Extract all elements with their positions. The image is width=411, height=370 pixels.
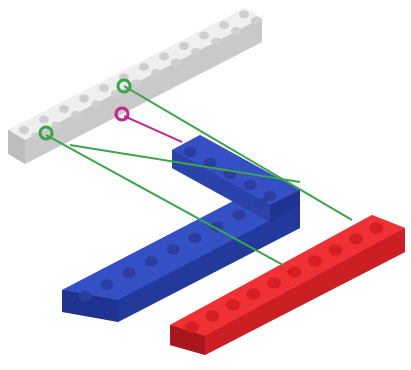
stud-hole: [243, 179, 257, 191]
guide-lines: [38, 78, 353, 266]
stud-hole: [231, 27, 241, 35]
stud-hole: [131, 79, 141, 88]
stud-hole: [78, 290, 92, 302]
magenta-target: [114, 106, 130, 122]
stud-hole: [159, 52, 169, 61]
stud-hole: [203, 157, 217, 169]
green-guide-1: [45, 134, 284, 266]
stud-hole: [185, 321, 199, 333]
stud-hole: [219, 21, 229, 29]
stud-hole: [99, 84, 109, 92]
stud-hole: [254, 198, 268, 209]
stud-hole: [239, 10, 249, 19]
stud-hole: [210, 221, 224, 232]
stud-hole: [51, 121, 61, 130]
stud-hole: [246, 288, 261, 300]
stud-hole: [328, 244, 343, 256]
green-target-2: [116, 78, 132, 94]
stud-hole: [226, 299, 240, 311]
stud-hole: [211, 37, 221, 46]
stud-hole: [139, 63, 149, 71]
stud-hole: [369, 222, 384, 234]
stud-hole: [71, 111, 81, 119]
green-target-1: [38, 125, 54, 141]
stud-hole: [144, 256, 158, 267]
stud-hole: [267, 277, 281, 289]
stud-hole: [100, 279, 114, 290]
stud-hole: [183, 146, 197, 158]
stud-hole: [191, 48, 201, 56]
stud-hole: [166, 244, 180, 255]
green-guide-2: [69, 144, 301, 183]
stud-hole: [287, 266, 302, 278]
stud-hole: [151, 69, 161, 77]
stud-hole: [91, 100, 101, 109]
stud-hole: [171, 58, 181, 67]
blue-l-brick: [62, 135, 300, 322]
magenta-guide: [123, 115, 183, 143]
stud-hole: [232, 209, 246, 220]
green-guide-3: [123, 85, 353, 221]
stud-hole: [39, 115, 49, 124]
stud-hole: [79, 94, 89, 103]
stud-hole: [122, 267, 136, 278]
stud-hole: [188, 232, 202, 244]
red-brick: [170, 215, 405, 355]
stud-hole: [205, 310, 220, 322]
stud-hole: [251, 16, 261, 25]
stud-hole: [199, 31, 209, 40]
stud-hole: [349, 233, 363, 245]
stud-hole: [179, 42, 189, 50]
stud-hole: [31, 132, 41, 140]
stud-hole: [19, 126, 29, 134]
stud-hole: [59, 105, 69, 113]
white-plate: [8, 8, 262, 164]
stud-hole: [263, 190, 277, 202]
stud-hole: [308, 255, 322, 267]
stud-hole: [111, 90, 121, 98]
